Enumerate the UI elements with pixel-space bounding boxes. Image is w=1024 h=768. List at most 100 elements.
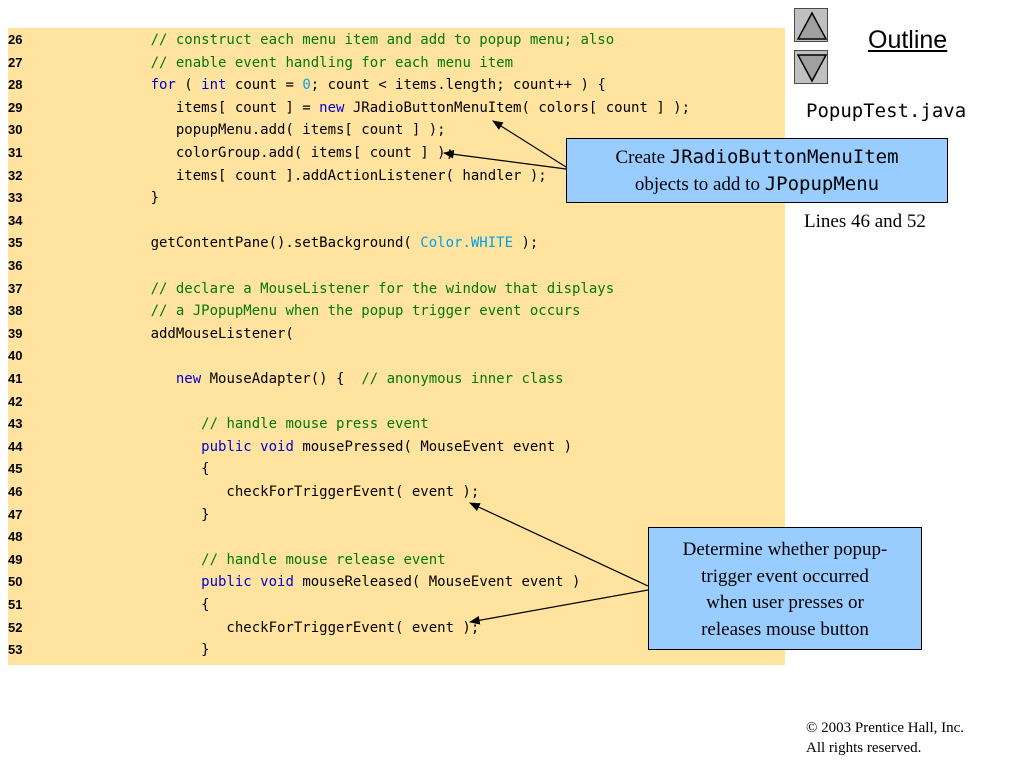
code-line: 27 // enable event handling for each men… — [8, 52, 785, 74]
line-number: 41 — [8, 371, 23, 386]
line-number: 31 — [8, 145, 23, 160]
line-number: 47 — [8, 506, 23, 522]
line-number: 42 — [8, 393, 23, 409]
code-line: 41 new MouseAdapter() { // anonymous inn… — [8, 368, 785, 390]
code-token: checkForTriggerEvent( event ); — [100, 484, 480, 500]
code-token: // declare a MouseListener for the windo… — [150, 280, 615, 297]
code-token: getContentPane().setBackground( — [100, 235, 421, 252]
callout-create-class-2: JPopupMenu — [764, 173, 880, 195]
code-token: Color.WHITE — [420, 235, 514, 252]
line-number: 48 — [8, 529, 23, 545]
line-number: 30 — [8, 122, 23, 138]
code-token: int — [201, 77, 227, 94]
code-token: { — [100, 597, 210, 613]
code-token: for — [150, 77, 176, 94]
code-line: 26 // construct each menu item and add t… — [8, 29, 785, 51]
line-number: 38 — [8, 303, 23, 319]
code-line: 45 { — [8, 458, 785, 480]
line-number: 40 — [8, 348, 23, 364]
line-number: 29 — [8, 99, 23, 115]
code-token: // a JPopupMenu when the popup trigger e… — [150, 303, 581, 320]
triangle-down-icon — [796, 54, 828, 83]
line-number: 50 — [8, 574, 23, 590]
line-number: 37 — [8, 280, 23, 296]
code-token: // handle mouse press event — [201, 416, 429, 433]
callout-create-text-2: objects to add to — [634, 174, 765, 195]
code-token: } — [100, 506, 210, 523]
code-text: checkForTriggerEvent( event ); — [100, 481, 479, 503]
code-token: ); — [513, 235, 539, 252]
code-text: // handle mouse press event — [100, 413, 429, 435]
code-line: 32 items[ count ].addActionListener( han… — [8, 165, 785, 187]
code-token: new — [175, 371, 202, 387]
code-text: getContentPane().setBackground( Color.WH… — [100, 232, 539, 254]
line-number: 27 — [8, 54, 23, 70]
line-number: 35 — [8, 235, 23, 251]
code-text: public void mousePressed( MouseEvent eve… — [100, 436, 572, 458]
code-text: // a JPopupMenu when the popup trigger e… — [100, 300, 581, 322]
code-line: 50 public void mouseReleased( MouseEvent… — [8, 571, 785, 593]
code-line: 39 addMouseListener( — [8, 323, 785, 345]
code-token: MouseAdapter() { — [201, 371, 362, 387]
code-line: 43 // handle mouse press event — [8, 413, 785, 435]
line-number: 26 — [8, 32, 23, 47]
arrow-create-to-line29 — [492, 120, 567, 168]
code-text: // construct each menu item and add to p… — [100, 29, 615, 51]
code-line: 28 for ( int count = 0; count < items.le… — [8, 74, 785, 96]
code-token: void — [260, 438, 294, 455]
code-text: addMouseListener( — [100, 323, 294, 345]
code-text: } — [100, 504, 210, 526]
code-token: { — [100, 461, 210, 478]
outline-link[interactable]: Outline — [868, 26, 948, 54]
callout-trigger-line: releases mouse button — [701, 618, 869, 640]
triangle-up-icon — [796, 11, 828, 40]
code-token: public — [201, 574, 252, 591]
code-token: // enable event handling for each menu i… — [150, 54, 514, 71]
code-line: 47 } — [8, 504, 785, 526]
code-token: void — [260, 574, 294, 591]
line-number: 43 — [8, 416, 23, 432]
code-line: 36 — [8, 255, 785, 277]
code-line: 53 } — [8, 639, 785, 661]
line-number: 36 — [8, 258, 23, 273]
code-token: // anonymous inner class — [361, 371, 564, 387]
code-line: 38 // a JPopupMenu when the popup trigge… — [8, 300, 785, 322]
code-text: new MouseAdapter() { // anonymous inner … — [100, 368, 564, 390]
callout-create-class-1: JRadioButtonMenuItem — [669, 146, 899, 168]
code-token: public — [201, 438, 252, 455]
outline-prev-button[interactable] — [794, 8, 828, 42]
code-token: items[ count ].addActionListener( handle… — [100, 167, 547, 184]
code-line: 51 { — [8, 594, 785, 616]
line-number: 33 — [8, 190, 23, 206]
code-token: // handle mouse release event — [201, 551, 446, 568]
code-line: 42 — [8, 391, 785, 413]
callout-create-menu-items: Create JRadioButtonMenuItem objects to a… — [566, 138, 948, 203]
outline-next-button[interactable] — [794, 50, 828, 84]
line-number: 28 — [8, 77, 23, 93]
code-token: ; count < items.length; count++ ) { — [310, 77, 606, 94]
lines-reference: Lines 46 and 52 — [804, 211, 926, 232]
code-line: 33 } — [8, 187, 785, 209]
arrow-trigger-to-line46 — [469, 502, 649, 587]
code-text: { — [100, 594, 210, 616]
code-line: 48 — [8, 526, 785, 548]
code-line: 52 checkForTriggerEvent( event ); — [8, 617, 785, 639]
callout-popup-trigger: Determine whether popup- trigger event o… — [648, 527, 922, 650]
line-number: 51 — [8, 597, 23, 612]
code-text: for ( int count = 0; count < items.lengt… — [100, 74, 606, 96]
code-line: 44 public void mousePressed( MouseEvent … — [8, 436, 785, 458]
code-text: // enable event handling for each menu i… — [100, 52, 513, 74]
code-line: 30 popupMenu.add( items[ count ] ); — [8, 119, 785, 141]
code-text: items[ count ].addActionListener( handle… — [100, 165, 547, 187]
code-token: popupMenu.add( items[ count ] ); — [100, 122, 446, 139]
arrow-create-to-line31 — [442, 149, 567, 170]
rights-text: All rights reserved. — [806, 740, 922, 756]
callout-trigger-line: trigger event occurred — [701, 565, 869, 587]
code-token: } — [100, 190, 160, 207]
code-line: 34 — [8, 210, 785, 232]
file-name: PopupTest.java — [806, 100, 967, 122]
code-text: popupMenu.add( items[ count ] ); — [100, 119, 446, 141]
code-text: } — [100, 187, 159, 209]
code-line: 29 items[ count ] = new JRadioButtonMenu… — [8, 97, 785, 119]
